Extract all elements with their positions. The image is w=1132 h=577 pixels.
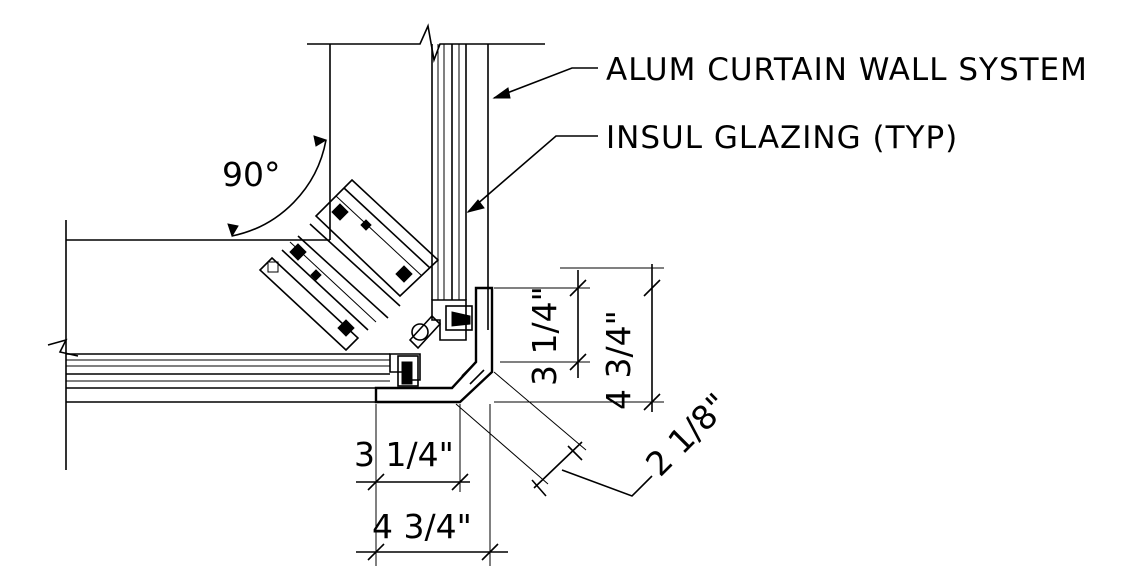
dim-horizontal-inner: 3 1/4" [354,435,454,474]
wall-outline [47,23,545,470]
horizontal-curtain-wall [66,353,390,403]
glazing-label: INSUL GLAZING (TYP) [606,120,958,156]
diagonal-dimension [455,371,653,497]
angled-glazing [258,178,440,352]
dim-vertical-inner: 3 1/4" [525,286,564,386]
callout-leaders [466,67,598,213]
angle-label: 90° [222,155,281,194]
corner-mullion [374,286,494,404]
vertical-curtain-wall [431,44,489,330]
dim-vertical-outer: 4 3/4" [599,310,638,410]
angle-indicator: 90° [222,135,328,238]
dim-horizontal-outer: 4 3/4" [372,507,472,546]
curtain-wall-label: ALUM CURTAIN WALL SYSTEM [606,52,1088,88]
vertical-dimensions [494,264,664,412]
horizontal-dimensions [356,404,508,566]
